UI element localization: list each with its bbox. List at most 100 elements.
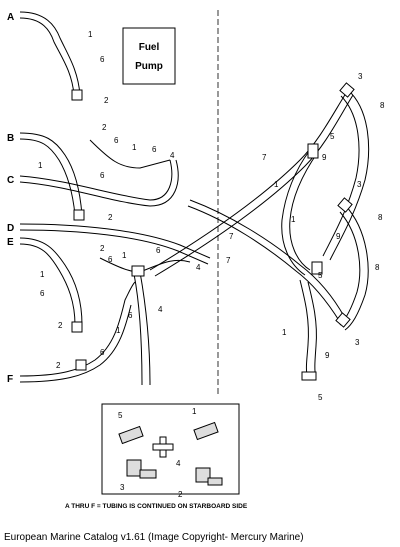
tube-7-lower-inner xyxy=(187,205,341,323)
letter-f: F xyxy=(7,374,13,385)
callout-8b: 8 xyxy=(378,213,383,222)
callout-c-4: 4 xyxy=(170,151,175,160)
callout-e-2b: 2 xyxy=(58,321,63,330)
callout-center-1b: 1 xyxy=(116,326,121,335)
callout-f-2: 2 xyxy=(56,361,61,370)
tube-e xyxy=(19,237,83,326)
callout-e-6: 6 xyxy=(108,255,113,264)
tube-9-upper-inner xyxy=(289,151,319,271)
callout-e-2: 2 xyxy=(100,244,105,253)
tube-9-lower-inner xyxy=(307,281,317,379)
callout-8a: 8 xyxy=(380,101,385,110)
tube-e-inner xyxy=(19,243,76,326)
callout-center-4: 4 xyxy=(196,263,201,272)
callout-center-1: 1 xyxy=(122,251,127,260)
callout-5b: 5 xyxy=(318,271,323,280)
fitting-3-top xyxy=(339,82,355,98)
fuel-pump-label-line2: Pump xyxy=(135,61,163,72)
fitting-3-mid xyxy=(337,197,353,213)
tube-8-lower xyxy=(344,204,369,331)
fitting-f xyxy=(75,359,87,371)
fitting-b xyxy=(73,209,85,221)
callout-5c: 5 xyxy=(318,393,323,402)
tube-tee-down xyxy=(139,271,151,386)
tube-8-upper xyxy=(329,89,370,261)
callout-9a: 9 xyxy=(322,153,327,162)
callout-b-1: 1 xyxy=(38,161,43,170)
letter-e: E xyxy=(7,237,14,248)
legend-callout-3: 3 xyxy=(120,483,125,492)
tube-c-inner xyxy=(19,159,179,207)
callout-7c: 7 xyxy=(226,256,231,265)
callout-3b: 3 xyxy=(357,180,362,189)
callout-center-6: 6 xyxy=(156,246,161,255)
callout-1a: 1 xyxy=(274,180,279,189)
tube-c xyxy=(19,159,173,201)
legend-note: A THRU F = TUBING IS CONTINUED ON STARBO… xyxy=(65,503,248,510)
callout-b-6b: 6 xyxy=(100,171,105,180)
callout-f-6: 6 xyxy=(100,348,105,357)
legend-callout-4: 4 xyxy=(176,459,181,468)
callout-b-6: 6 xyxy=(114,136,119,145)
callout-a-6: 6 xyxy=(100,55,105,64)
legend-callout-1: 1 xyxy=(192,407,197,416)
tube-9-upper xyxy=(281,149,311,276)
fittings-legend-box xyxy=(101,403,240,495)
callout-e-6b: 6 xyxy=(40,289,45,298)
legend-fitting-2-arm xyxy=(207,477,223,486)
fitting-a xyxy=(71,89,83,101)
callout-c-1: 1 xyxy=(132,143,137,152)
callout-7a: 7 xyxy=(262,153,267,162)
legend-fitting-5 xyxy=(118,425,144,445)
tube-d-inner xyxy=(19,229,209,265)
legend-fitting-3 xyxy=(126,459,142,477)
tube-a-inner xyxy=(19,17,75,96)
tube-8-lower-inner xyxy=(339,211,361,326)
callout-a-1: 1 xyxy=(88,30,93,39)
callout-center-6b: 6 xyxy=(128,311,133,320)
tube-a xyxy=(19,11,81,96)
letter-b: B xyxy=(7,133,14,144)
callout-a-2: 2 xyxy=(104,96,109,105)
callout-8c: 8 xyxy=(375,263,380,272)
callout-3a: 3 xyxy=(358,72,363,81)
callout-1c: 1 xyxy=(282,328,287,337)
legend-callout-2: 2 xyxy=(178,490,183,499)
letter-a: A xyxy=(7,12,14,23)
letter-d: D xyxy=(7,223,14,234)
fuel-pump-box xyxy=(122,27,176,85)
legend-fitting-1 xyxy=(193,421,219,441)
legend-callout-5: 5 xyxy=(118,411,123,420)
callout-5a: 5 xyxy=(330,132,335,141)
callout-1b: 1 xyxy=(291,215,296,224)
tube-7-upper-inner xyxy=(154,94,354,277)
fitting-center-tee xyxy=(131,265,145,277)
fitting-e xyxy=(71,321,83,333)
fuel-pump-label-line1: Fuel xyxy=(139,42,160,53)
callout-e-1: 1 xyxy=(40,270,45,279)
callout-7b: 7 xyxy=(229,232,234,241)
callout-9c: 9 xyxy=(325,351,330,360)
tube-b-inner xyxy=(19,138,76,216)
legend-fitting-3-arm xyxy=(139,469,157,479)
fitting-5-bottom xyxy=(301,371,317,381)
letter-c: C xyxy=(7,175,14,186)
tube-8-upper-inner xyxy=(322,95,360,257)
callout-b-2: 2 xyxy=(102,123,107,132)
tube-9-lower xyxy=(299,279,309,379)
callout-center-4b: 4 xyxy=(158,305,163,314)
callout-c-6: 6 xyxy=(152,145,157,154)
fitting-5-mid xyxy=(311,261,323,275)
fitting-5-top xyxy=(307,143,319,159)
legend-fitting-2 xyxy=(195,467,211,483)
image-caption: European Marine Catalog v1.61 (Image Cop… xyxy=(4,532,304,543)
fitting-3-bottom xyxy=(335,312,351,328)
callout-3c: 3 xyxy=(355,338,360,347)
tube-7-upper xyxy=(149,89,349,271)
callout-b-2b: 2 xyxy=(108,213,113,222)
tube-pump-feed xyxy=(89,139,171,169)
tube-d xyxy=(19,223,211,259)
tube-f xyxy=(19,281,136,377)
tube-b xyxy=(19,132,83,216)
tube-tee-down-inner xyxy=(133,273,143,386)
